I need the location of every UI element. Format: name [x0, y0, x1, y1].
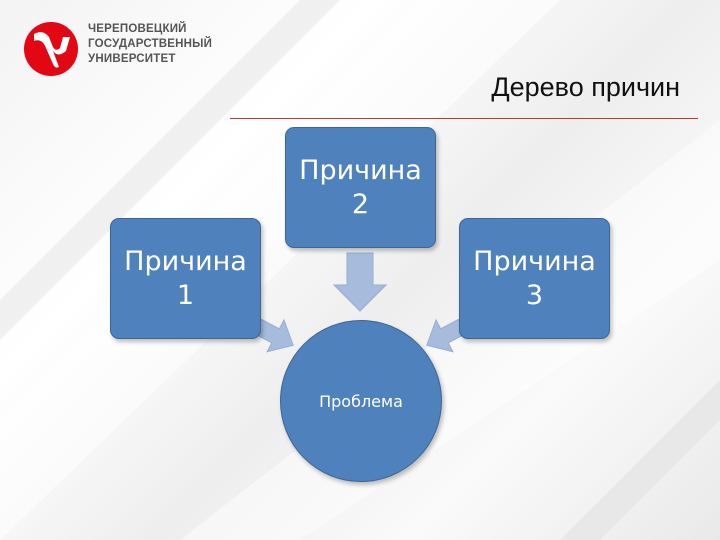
- title-underline: [230, 118, 698, 119]
- cause-1-label: Причина: [124, 245, 247, 277]
- university-name-line3: УНИВЕРСИТЕТ: [88, 53, 176, 65]
- university-name-line1: ЧЕРЕПОВЕЦКИЙ: [88, 23, 187, 35]
- cause-2-number: 2: [351, 188, 370, 220]
- cause-node-3: Причина 3: [459, 218, 610, 339]
- university-name: ЧЕРЕПОВЕЦКИЙ ГОСУДАРСТВЕННЫЙ УНИВЕРСИТЕТ: [88, 22, 212, 67]
- cause-3-number: 3: [525, 279, 544, 311]
- university-name-line2: ГОСУДАРСТВЕННЫЙ: [88, 38, 213, 50]
- slide-title: Дерево причин: [491, 72, 680, 102]
- cause-1-number: 1: [176, 279, 195, 311]
- problem-node: Проблема: [280, 320, 442, 482]
- problem-label: Проблема: [319, 391, 403, 411]
- cause-2-label: Причина: [299, 154, 422, 186]
- cause-3-label: Причина: [473, 245, 596, 277]
- cause-node-2: Причина 2: [285, 127, 436, 248]
- arrow-icon-right: [426, 318, 467, 353]
- arrow-icon-down: [332, 252, 388, 312]
- university-logo-icon: [22, 20, 80, 78]
- cause-node-1: Причина 1: [110, 218, 261, 339]
